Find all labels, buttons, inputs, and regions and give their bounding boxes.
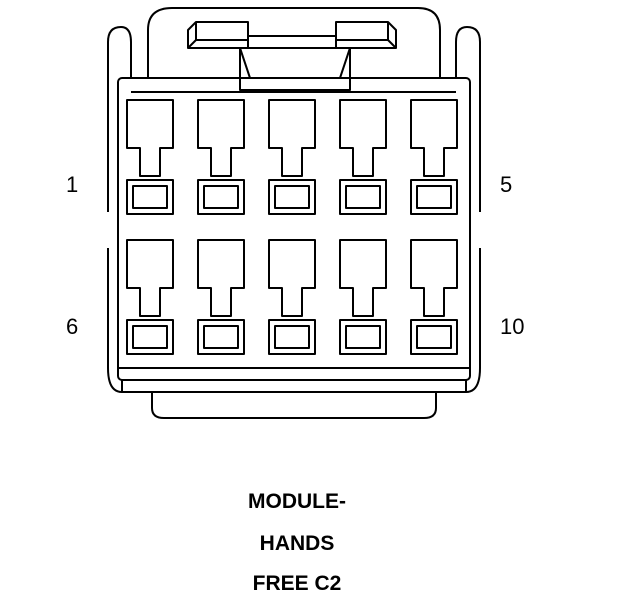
terminal-lock-inner [203,325,239,349]
pin-cavity [268,99,316,177]
terminal-lock-inner [345,325,381,349]
terminal-lock [339,319,387,355]
pin-cavity [197,239,245,317]
housing-bottom-flange [121,380,467,393]
terminal-lock [339,179,387,215]
pin-cavity [410,99,458,177]
caption-line-2: HANDS [259,532,335,555]
housing-bottom-tab [151,392,437,419]
terminal-lock [410,179,458,215]
pin-cavity [126,99,174,177]
terminal-lock [126,179,174,215]
pin-cavity-grid [126,99,458,355]
right-side-latch [455,26,481,212]
housing-top-rail [131,30,456,93]
terminal-lock [197,319,245,355]
top-key-left [187,21,249,49]
connector-top-latch [147,7,441,78]
pin-label-bottom-left: 6 [66,314,79,339]
left-lower-latch [107,248,123,393]
pin-cavity [268,239,316,317]
terminal-lock-inner [132,185,168,209]
pin-label-top-right: 5 [500,172,513,197]
terminal-lock-inner [416,185,452,209]
pin-label-top-left: 1 [66,172,79,197]
pin-label-bottom-right: 10 [500,314,525,339]
caption-line-1: MODULE- [248,490,346,513]
terminal-lock-inner [274,325,310,349]
terminal-lock [197,179,245,215]
terminal-lock [268,319,316,355]
terminal-lock [410,319,458,355]
top-key-outline [247,22,337,37]
terminal-lock-inner [345,185,381,209]
terminal-lock-inner [203,185,239,209]
pin-cavity [410,239,458,317]
top-key-center [239,47,351,91]
top-key-right [335,21,397,49]
left-side-latch [107,26,132,212]
pin-cavity [197,99,245,177]
terminal-lock-inner [416,325,452,349]
pin-cavity [339,239,387,317]
pin-cavity [126,239,174,317]
caption-line-3: FREE C2 [252,572,342,595]
terminal-lock-inner [132,325,168,349]
terminal-lock [126,319,174,355]
pin-cavity [339,99,387,177]
terminal-lock-inner [274,185,310,209]
terminal-lock [268,179,316,215]
right-lower-latch [465,248,481,393]
